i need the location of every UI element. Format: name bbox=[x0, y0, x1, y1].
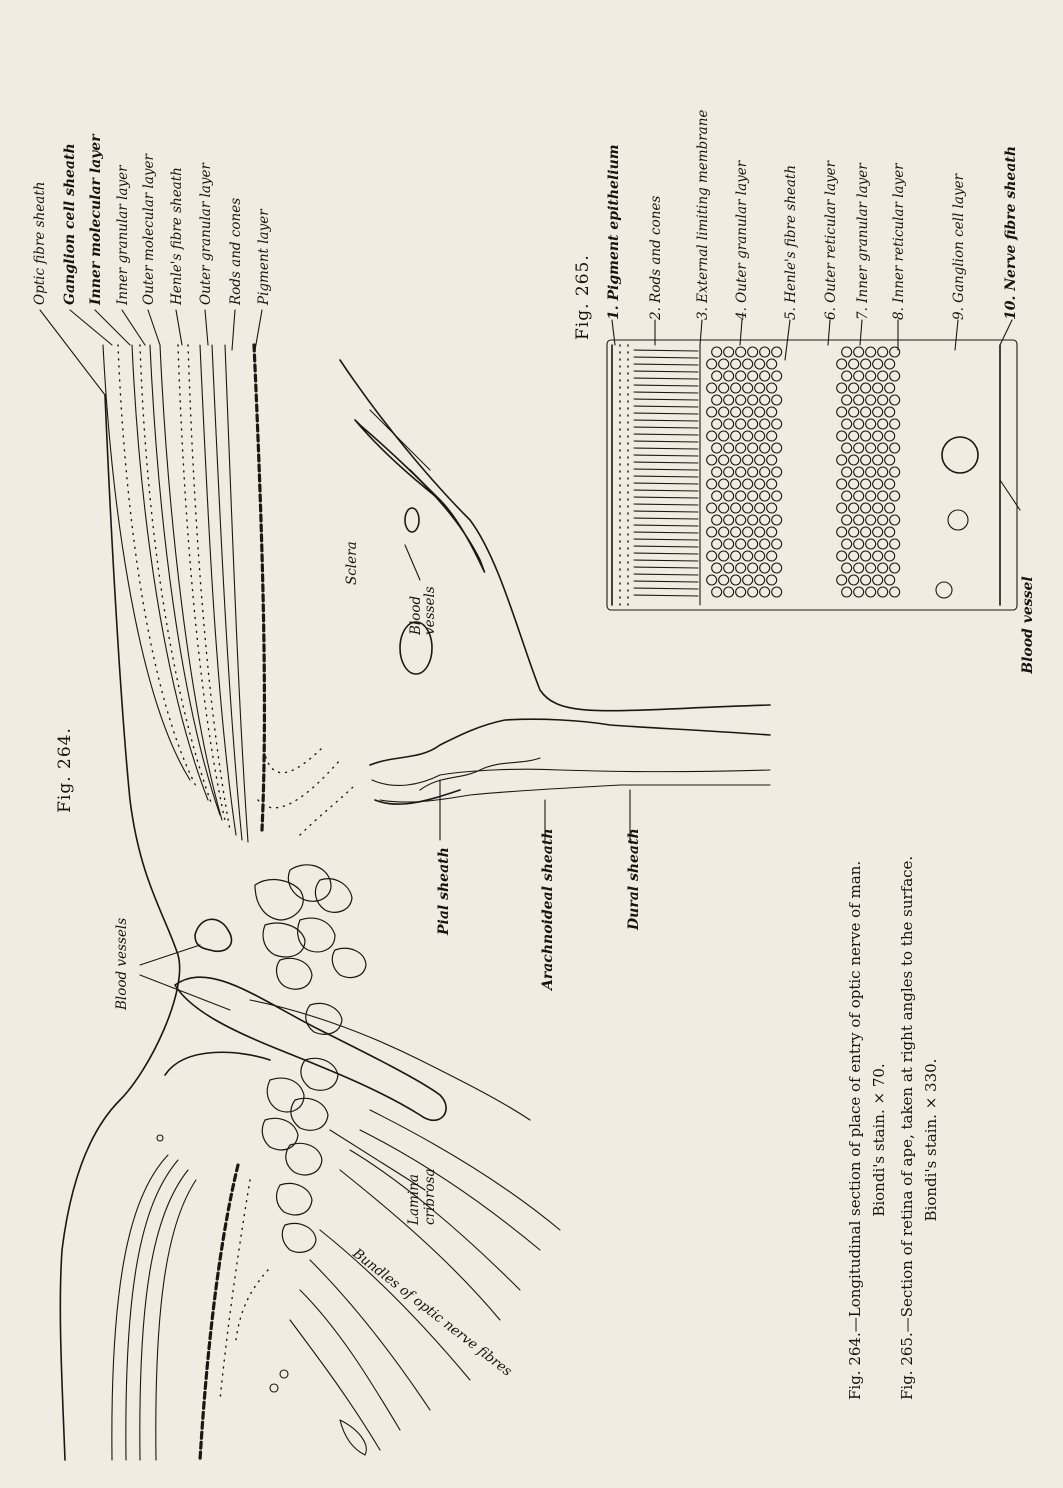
fig265-layer-8: 8. Inner reticular layer bbox=[891, 162, 907, 320]
label-dural-sheath: Dural sheath bbox=[626, 828, 642, 931]
fig265-layer-6: 6. Outer reticular layer bbox=[823, 159, 839, 320]
caption-fig265-line1: Fig. 265.—Section of retina of ape, take… bbox=[898, 856, 916, 1400]
label-pial-sheath: Pial sheath bbox=[436, 847, 452, 936]
fig265-layer-3: 3. External limiting membrane bbox=[695, 110, 711, 320]
sclera bbox=[340, 360, 770, 711]
label-outer-molecular-layer: Outer molecular layer bbox=[141, 152, 157, 305]
caption-fig264-line2: Biondi's stain. × 70. bbox=[870, 1063, 888, 1216]
label-ganglion-cell-sheath: Ganglion cell sheath bbox=[62, 143, 78, 305]
outer-granular-cells bbox=[707, 347, 782, 597]
label-blood-vessels-small-2: vessels bbox=[422, 586, 438, 635]
central-blood-vessels bbox=[165, 919, 530, 1120]
fig265-layer-10: 10. Nerve fibre sheath bbox=[1003, 146, 1019, 320]
fig265-layer-5: 5. Henle's fibre sheath bbox=[783, 165, 799, 320]
fig265-title: Fig. 265. bbox=[573, 254, 593, 340]
fig265-layer-4: 4. Outer granular layer bbox=[734, 159, 750, 321]
fig264-leader-lines bbox=[40, 310, 630, 1190]
label-henles-fibre-sheath: Henle's fibre sheath bbox=[169, 167, 185, 306]
caption-fig265-line2: Biondi's stain. × 330. bbox=[922, 1059, 940, 1222]
fig264-labels: Fig. 264. Optic fibre sheath Ganglion ce… bbox=[32, 133, 642, 1380]
label-lamina-1: Lamina bbox=[406, 1174, 422, 1226]
label-optic-fibre-sheath: Optic fibre sheath bbox=[32, 182, 48, 305]
inner-granular-cells bbox=[837, 347, 900, 597]
fig265-layer-2: 2. Rods and cones bbox=[648, 196, 664, 321]
label-blood-vessels: Blood vessels bbox=[114, 918, 130, 1011]
fig265-layer-9: 9. Ganglion cell layer bbox=[951, 172, 967, 320]
label-sclera: Sclera bbox=[344, 541, 360, 585]
label-blood-vessel: Blood vessel bbox=[1020, 576, 1036, 675]
rods-and-cones bbox=[634, 350, 698, 596]
label-arachnoideal-sheath: Arachnoideal sheath bbox=[540, 829, 556, 993]
fig265-leader-lines bbox=[612, 320, 1020, 510]
label-pigment-layer: Pigment layer bbox=[256, 208, 272, 306]
fig265-layer-1: 1. Pigment epithelium bbox=[606, 144, 622, 320]
label-inner-granular-layer: Inner granular layer bbox=[115, 164, 131, 306]
label-outer-granular-layer: Outer granular layer bbox=[198, 161, 214, 305]
label-inner-molecular-layer: Inner molecular layer bbox=[88, 133, 104, 306]
fig265-layer-7: 7. Inner granular layer bbox=[855, 162, 871, 320]
label-bundles-optic-fibres: Bundles of optic nerve fibres bbox=[349, 1245, 515, 1380]
optic-nerve-sheaths bbox=[300, 719, 770, 835]
lamina-cribrosa-cells bbox=[255, 865, 366, 1253]
fig264-title: Fig. 264. bbox=[55, 727, 75, 813]
retinal-layers-lower bbox=[112, 1155, 268, 1460]
retinal-layers-upper bbox=[103, 345, 340, 842]
captions: Fig. 264.—Longitudinal section of place … bbox=[846, 856, 940, 1400]
caption-fig264-line1: Fig. 264.—Longitudinal section of place … bbox=[846, 861, 864, 1400]
fig265-drawing bbox=[607, 320, 1020, 610]
label-rods-and-cones: Rods and cones bbox=[228, 198, 244, 306]
label-lamina-2: cribrosa bbox=[422, 1168, 438, 1225]
